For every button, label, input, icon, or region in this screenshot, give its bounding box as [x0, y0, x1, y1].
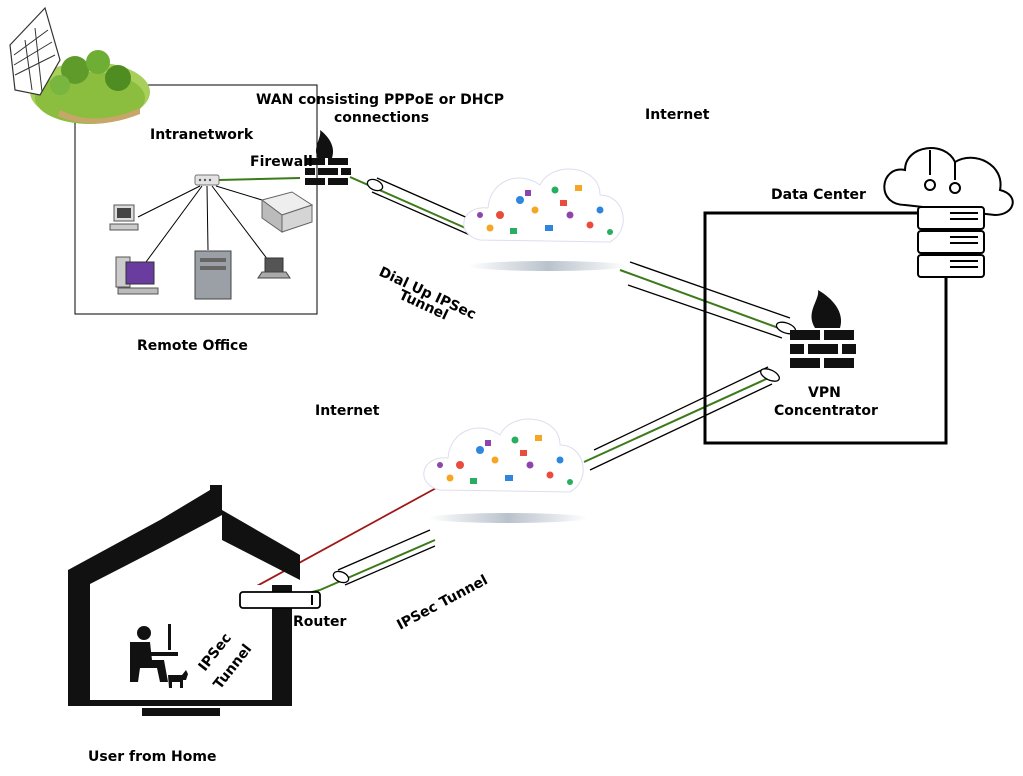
vpn-label-line2: Concentrator	[774, 403, 878, 419]
printer-icon	[260, 191, 314, 233]
data-center-box	[703, 211, 948, 445]
remote-office-label: Remote Office	[137, 338, 248, 354]
computer-icon	[109, 204, 139, 231]
server-rack-icon	[883, 147, 1014, 278]
data-center-label: Data Center	[771, 187, 866, 203]
hub-links	[137, 185, 269, 263]
internet-label-top: Internet	[645, 107, 710, 123]
user-at-desk-icon	[130, 624, 178, 682]
router-icon	[239, 591, 321, 609]
ipsec-tunnel-label: IPSec Tunnel	[394, 572, 490, 633]
firewall-icon	[305, 130, 351, 185]
intranetwork-label: Intranetwork	[150, 127, 254, 143]
internet-label-bottom: Internet	[315, 403, 380, 419]
laptop-icon	[257, 257, 291, 279]
dog-icon	[168, 670, 188, 688]
firewall-uplink	[218, 177, 301, 181]
hub-icon	[194, 174, 220, 186]
server-tower-icon	[194, 250, 232, 300]
cloud-network-icon	[463, 168, 628, 271]
user-home-label: User from Home	[88, 749, 216, 765]
wan-label-line1: WAN consisting PPPoE or DHCP	[256, 92, 504, 108]
computer-icon	[115, 256, 159, 295]
router-label: Router	[293, 614, 347, 630]
cloud-network-icon	[423, 418, 588, 523]
vpn-label-line1: VPN	[808, 385, 841, 401]
building-icon	[9, 6, 150, 124]
firewall-label: Firewall	[250, 154, 313, 170]
firewall-icon	[790, 290, 856, 368]
wan-label-line2: connections	[334, 110, 429, 126]
dialup-ipsec-tunnel	[349, 176, 797, 339]
